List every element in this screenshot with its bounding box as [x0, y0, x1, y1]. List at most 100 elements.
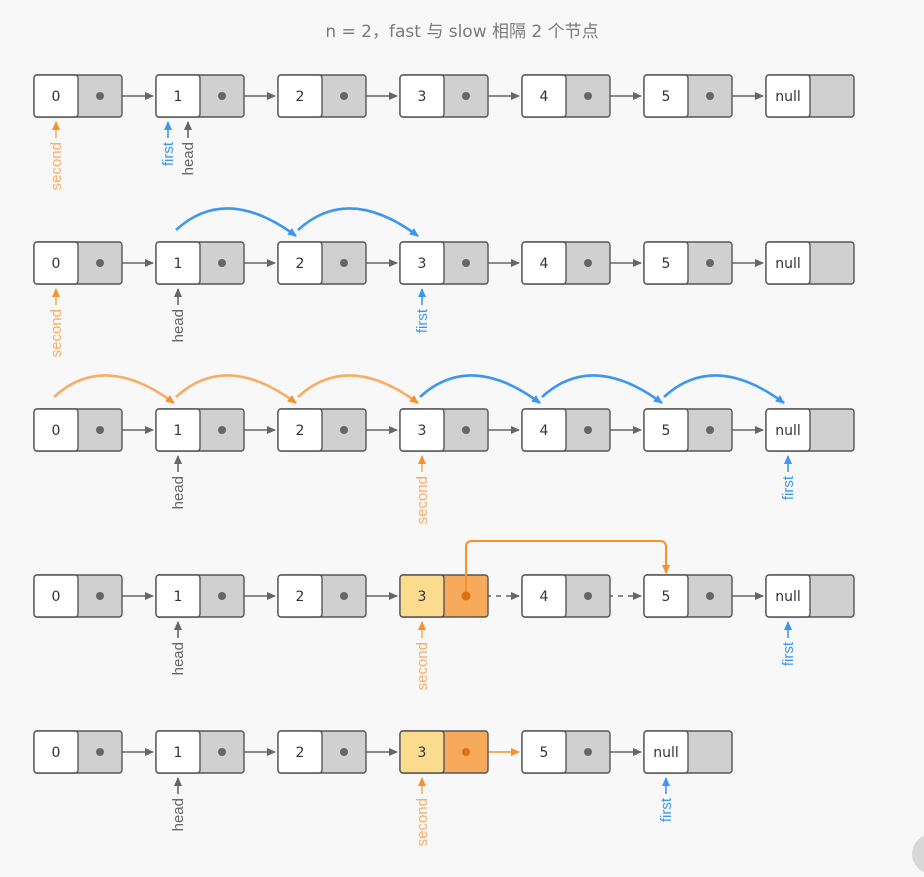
list-node: null	[765, 574, 855, 618]
list-node: null	[643, 730, 733, 774]
list-node: 0	[33, 730, 123, 774]
node-value-cell	[521, 574, 567, 618]
node-value-cell	[643, 730, 689, 774]
list-node: 2	[277, 408, 367, 452]
node-value-cell	[155, 574, 201, 618]
list-node: 4	[521, 74, 611, 118]
node-value: 2	[296, 745, 305, 761]
node-value-cell	[765, 574, 811, 618]
node-value-cell	[399, 408, 445, 452]
node-value: 5	[662, 89, 671, 105]
first-pointer-label: first	[780, 641, 797, 666]
node-value: 0	[52, 423, 61, 439]
node-value-cell	[399, 574, 445, 618]
node-value-cell	[399, 241, 445, 285]
node-value: 3	[418, 745, 427, 761]
node-value: 5	[662, 589, 671, 605]
list-node: 3	[399, 574, 489, 618]
node-value: 3	[418, 256, 427, 272]
list-node: 5	[521, 730, 611, 774]
node-value: 3	[418, 589, 427, 605]
next-dot	[462, 748, 470, 756]
next-dot	[340, 592, 348, 600]
next-dot	[462, 259, 470, 267]
next-dot	[218, 92, 226, 100]
next-dot	[340, 748, 348, 756]
hop-arrow	[663, 374, 785, 405]
list-node: 1	[155, 408, 245, 452]
first-pointer-label: first	[658, 797, 675, 822]
node-value-cell	[155, 241, 201, 285]
diagram-title: n = 2，fast 与 slow 相隔 2 个节点	[325, 22, 599, 42]
list-node: 1	[155, 74, 245, 118]
node-value-cell	[33, 74, 79, 118]
list-node: 5	[643, 574, 733, 618]
list-node: 5	[643, 241, 733, 285]
node-value-cell	[765, 408, 811, 452]
node-value-cell	[33, 408, 79, 452]
node-value-cell	[765, 74, 811, 118]
node-value: 2	[296, 89, 305, 105]
next-dot	[706, 92, 714, 100]
second-pointer-label: second	[48, 309, 65, 357]
list-node: 1	[155, 730, 245, 774]
node-value: 4	[540, 423, 549, 439]
node-value: 5	[540, 745, 549, 761]
node-value-cell	[277, 730, 323, 774]
head-pointer-label: head	[170, 476, 187, 509]
node-value: 3	[418, 423, 427, 439]
hop-arrow	[297, 207, 419, 238]
next-dot	[462, 426, 470, 434]
next-dot	[462, 92, 470, 100]
node-value-cell	[643, 574, 689, 618]
first-pointer-label: first	[160, 141, 177, 166]
node-value: 1	[174, 589, 183, 605]
node-value: 2	[296, 423, 305, 439]
node-value: 2	[296, 256, 305, 272]
next-dot	[96, 259, 104, 267]
next-dot	[706, 426, 714, 434]
node-value-cell	[643, 241, 689, 285]
node-value-cell	[643, 408, 689, 452]
list-node: 1	[155, 241, 245, 285]
hop-arrow	[541, 374, 663, 405]
head-pointer-label: head	[170, 798, 187, 831]
node-value: 4	[540, 89, 549, 105]
node-value: null	[775, 256, 801, 272]
head-pointer-label: head	[170, 642, 187, 675]
list-node: 3	[399, 730, 489, 774]
head-pointer-label: head	[170, 309, 187, 342]
next-dot	[218, 592, 226, 600]
node-value-cell	[155, 730, 201, 774]
next-dot	[584, 426, 592, 434]
node-value-cell	[521, 408, 567, 452]
next-dot	[340, 259, 348, 267]
node-value: 2	[296, 589, 305, 605]
node-value-cell	[521, 730, 567, 774]
node-value: null	[775, 589, 801, 605]
hop-arrow	[53, 374, 175, 405]
list-node: 3	[399, 241, 489, 285]
hop-arrow	[297, 374, 419, 405]
node-value: 1	[174, 423, 183, 439]
bypass-dot	[461, 591, 471, 601]
list-node: 4	[521, 574, 611, 618]
hop-arrow	[175, 207, 297, 238]
node-value-cell	[33, 241, 79, 285]
node-value-cell	[277, 74, 323, 118]
next-dot	[96, 426, 104, 434]
second-pointer-label: second	[414, 476, 431, 524]
node-value: 5	[662, 256, 671, 272]
next-dot	[584, 259, 592, 267]
node-value-cell	[765, 241, 811, 285]
next-dot	[96, 92, 104, 100]
next-dot	[218, 259, 226, 267]
list-node: 5	[643, 74, 733, 118]
list-node: null	[765, 241, 855, 285]
node-value: 0	[52, 89, 61, 105]
node-value: 4	[540, 589, 549, 605]
